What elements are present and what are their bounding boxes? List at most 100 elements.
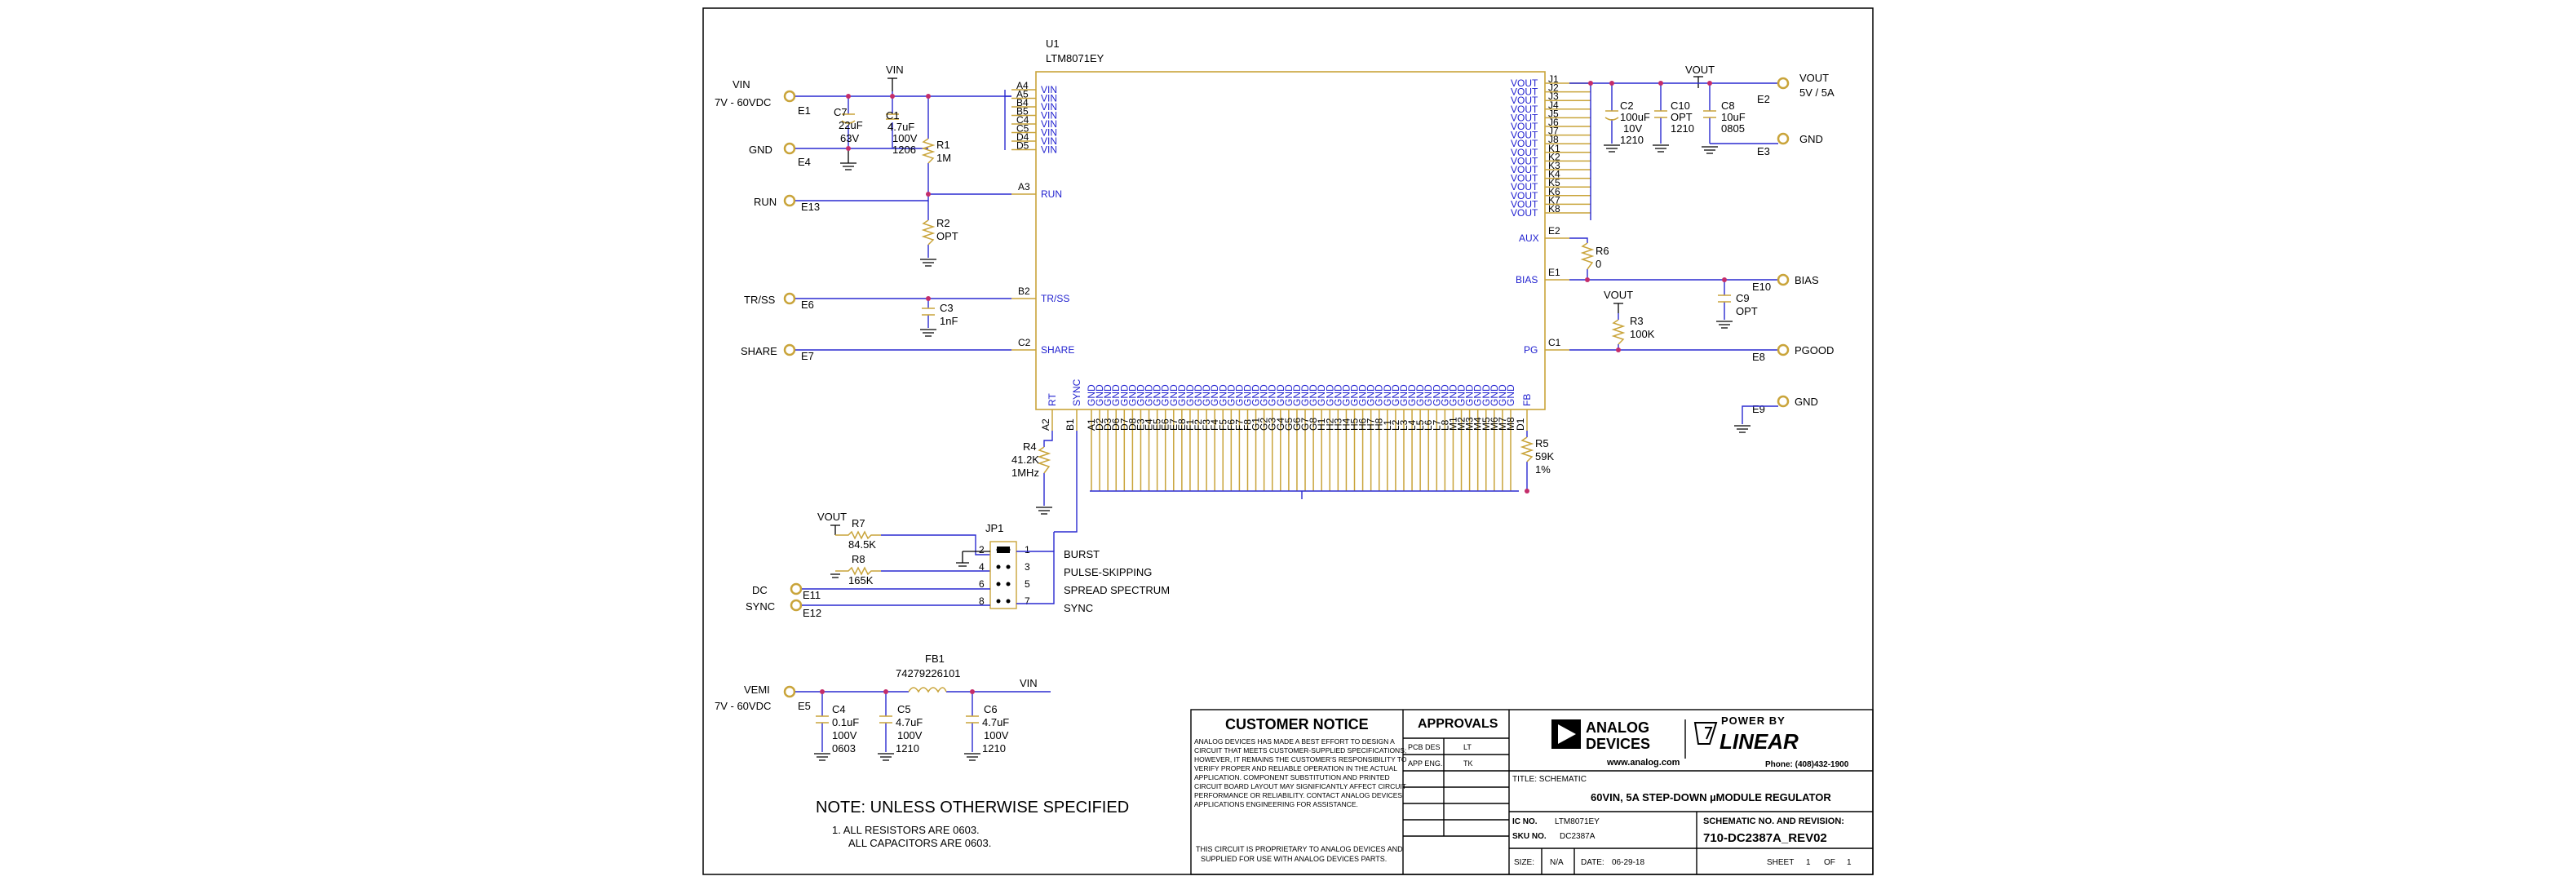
rt-pin-name: RT xyxy=(1047,393,1058,406)
vin-pin-name: VIN xyxy=(1041,118,1057,130)
vout-pin-number: J2 xyxy=(1548,82,1559,94)
e12-pad xyxy=(790,599,803,612)
r3-value: 100K xyxy=(1630,328,1655,340)
gnd-pin-name: GND xyxy=(1316,384,1327,406)
c6-ref: C6 xyxy=(984,703,998,715)
c7-ground-icon xyxy=(840,148,856,170)
c1-voltage: 100V xyxy=(892,132,918,144)
c7-ref: C7 xyxy=(834,106,848,118)
run-pin-name: RUN xyxy=(1041,188,1062,200)
app-eng-value: TK xyxy=(1463,759,1473,768)
gnd-pin-name: GND xyxy=(1447,384,1458,406)
c7-voltage: 63V xyxy=(840,132,859,144)
notes-line-2: ALL CAPACITORS ARE 0603. xyxy=(848,837,991,849)
c5-voltage: 100V xyxy=(897,729,923,741)
e9-pad xyxy=(1777,395,1790,408)
r4-value: 41.2K xyxy=(1011,454,1039,466)
vin-pin-name: VIN xyxy=(1041,93,1057,104)
c10-ref: C10 xyxy=(1671,100,1690,112)
title-label: TITLE: SCHEMATIC xyxy=(1512,775,1587,784)
e12-label: E12 xyxy=(803,607,821,619)
gnd-pin-name: GND xyxy=(1242,384,1253,406)
vout-pin-name: VOUT xyxy=(1511,95,1538,106)
gnd-pin-name: GND xyxy=(1324,384,1335,406)
e11-label: E11 xyxy=(803,589,821,601)
dc-input-label: DC xyxy=(752,584,768,596)
gnd-pin-name: GND xyxy=(1201,384,1212,406)
ic-no-value: LTM8071EY xyxy=(1555,817,1600,826)
c5-symbol xyxy=(879,715,892,724)
vin-pin-name: VIN xyxy=(1041,101,1057,113)
trss-input-label: TR/SS xyxy=(744,294,776,306)
size-label: SIZE: xyxy=(1514,858,1534,867)
gnd-pin-number: G7 xyxy=(1299,418,1311,431)
fb1-vin-label: VIN xyxy=(1020,677,1038,689)
gnd-pin-number: L5 xyxy=(1414,419,1426,431)
gnd-pin-number: F2 xyxy=(1193,419,1204,431)
c9-ground-icon xyxy=(1716,321,1733,329)
gnd-pin-number: H4 xyxy=(1340,418,1352,431)
r4-leads xyxy=(1043,431,1053,506)
e5-pad xyxy=(783,685,796,698)
notice-line: APPLICATIONS ENGINEERING FOR ASSISTANCE. xyxy=(1194,800,1358,808)
vout-pin-number: J7 xyxy=(1548,126,1559,137)
r8-symbol xyxy=(835,566,881,576)
r7-value: 84.5K xyxy=(848,538,876,551)
logo-powered-by: POWER BY xyxy=(1721,715,1786,727)
vin-pin-name: VIN xyxy=(1041,135,1057,147)
r6-value: 0 xyxy=(1596,258,1601,270)
e2-label: E2 xyxy=(1757,93,1770,105)
bias-output-label: BIAS xyxy=(1795,274,1819,286)
gnd-pin-name: GND xyxy=(1489,384,1500,406)
gnd-pin-number: L2 xyxy=(1390,419,1401,431)
fb1-symbol xyxy=(908,687,947,693)
c8-ref: C8 xyxy=(1721,100,1735,112)
gnd-pin-number: E7 xyxy=(1168,418,1180,431)
gnd-pin-number: E3 xyxy=(1135,418,1146,431)
e9-label: E9 xyxy=(1752,403,1765,415)
jp1-pin-label: 3 xyxy=(1025,561,1030,573)
r4-ref: R4 xyxy=(1023,440,1037,453)
phone-number: Phone: (408)432-1900 xyxy=(1765,760,1849,769)
gnd-pin-number: A1 xyxy=(1086,418,1097,431)
r6-ref: R6 xyxy=(1596,245,1609,257)
c1-ref: C1 xyxy=(886,109,900,122)
sync-pin-number: B1 xyxy=(1064,418,1076,431)
gnd-pin-number: L3 xyxy=(1398,419,1410,431)
gnd-pin-number: D2 xyxy=(1094,418,1105,431)
vout-pin-name: VOUT xyxy=(1511,138,1538,149)
gnd-pin-name: GND xyxy=(1135,384,1146,406)
c4-voltage: 100V xyxy=(832,729,857,741)
jp1-pin-4 xyxy=(996,564,1001,569)
gnd-pin-name: GND xyxy=(1209,384,1220,406)
gnd-pin-name: GND xyxy=(1176,384,1188,406)
r4-freq: 1MHz xyxy=(1011,467,1039,479)
gnd-pin-name: GND xyxy=(1184,384,1196,406)
r7-vout-arrow xyxy=(830,524,840,535)
vout-pin-number: J8 xyxy=(1548,134,1559,145)
u1-body xyxy=(1035,71,1546,410)
app-eng-label: APP ENG. xyxy=(1408,759,1442,768)
gnd-pin-name: GND xyxy=(1332,384,1343,406)
logo-linear: LINEAR xyxy=(1720,729,1799,754)
gnd-pin-name: GND xyxy=(1365,384,1377,406)
c5-ground-icon xyxy=(878,753,894,761)
e6-pad xyxy=(783,292,796,305)
gnd-pin-name: GND xyxy=(1094,384,1105,406)
gnd-pin-name: GND xyxy=(1275,384,1286,406)
r8-ref: R8 xyxy=(852,553,865,565)
vin-input-label: VIN xyxy=(733,78,750,91)
gnd-pin-number: H6 xyxy=(1357,418,1369,431)
c2-symbol xyxy=(1604,110,1619,121)
vout-pin-number: K7 xyxy=(1548,194,1560,206)
vin-pin-name: VIN xyxy=(1041,127,1057,139)
r7-ref: R7 xyxy=(852,517,865,529)
jp1-body xyxy=(989,541,1017,609)
aux-pin-number: E2 xyxy=(1548,225,1560,237)
run-pin-number: A3 xyxy=(1018,181,1030,193)
vout-pin-name: VOUT xyxy=(1511,121,1538,132)
vout-pin-name: VOUT xyxy=(1511,190,1538,201)
gnd2-output-label: GND xyxy=(1795,396,1818,408)
jp1-pin-label: 1 xyxy=(1025,544,1030,555)
